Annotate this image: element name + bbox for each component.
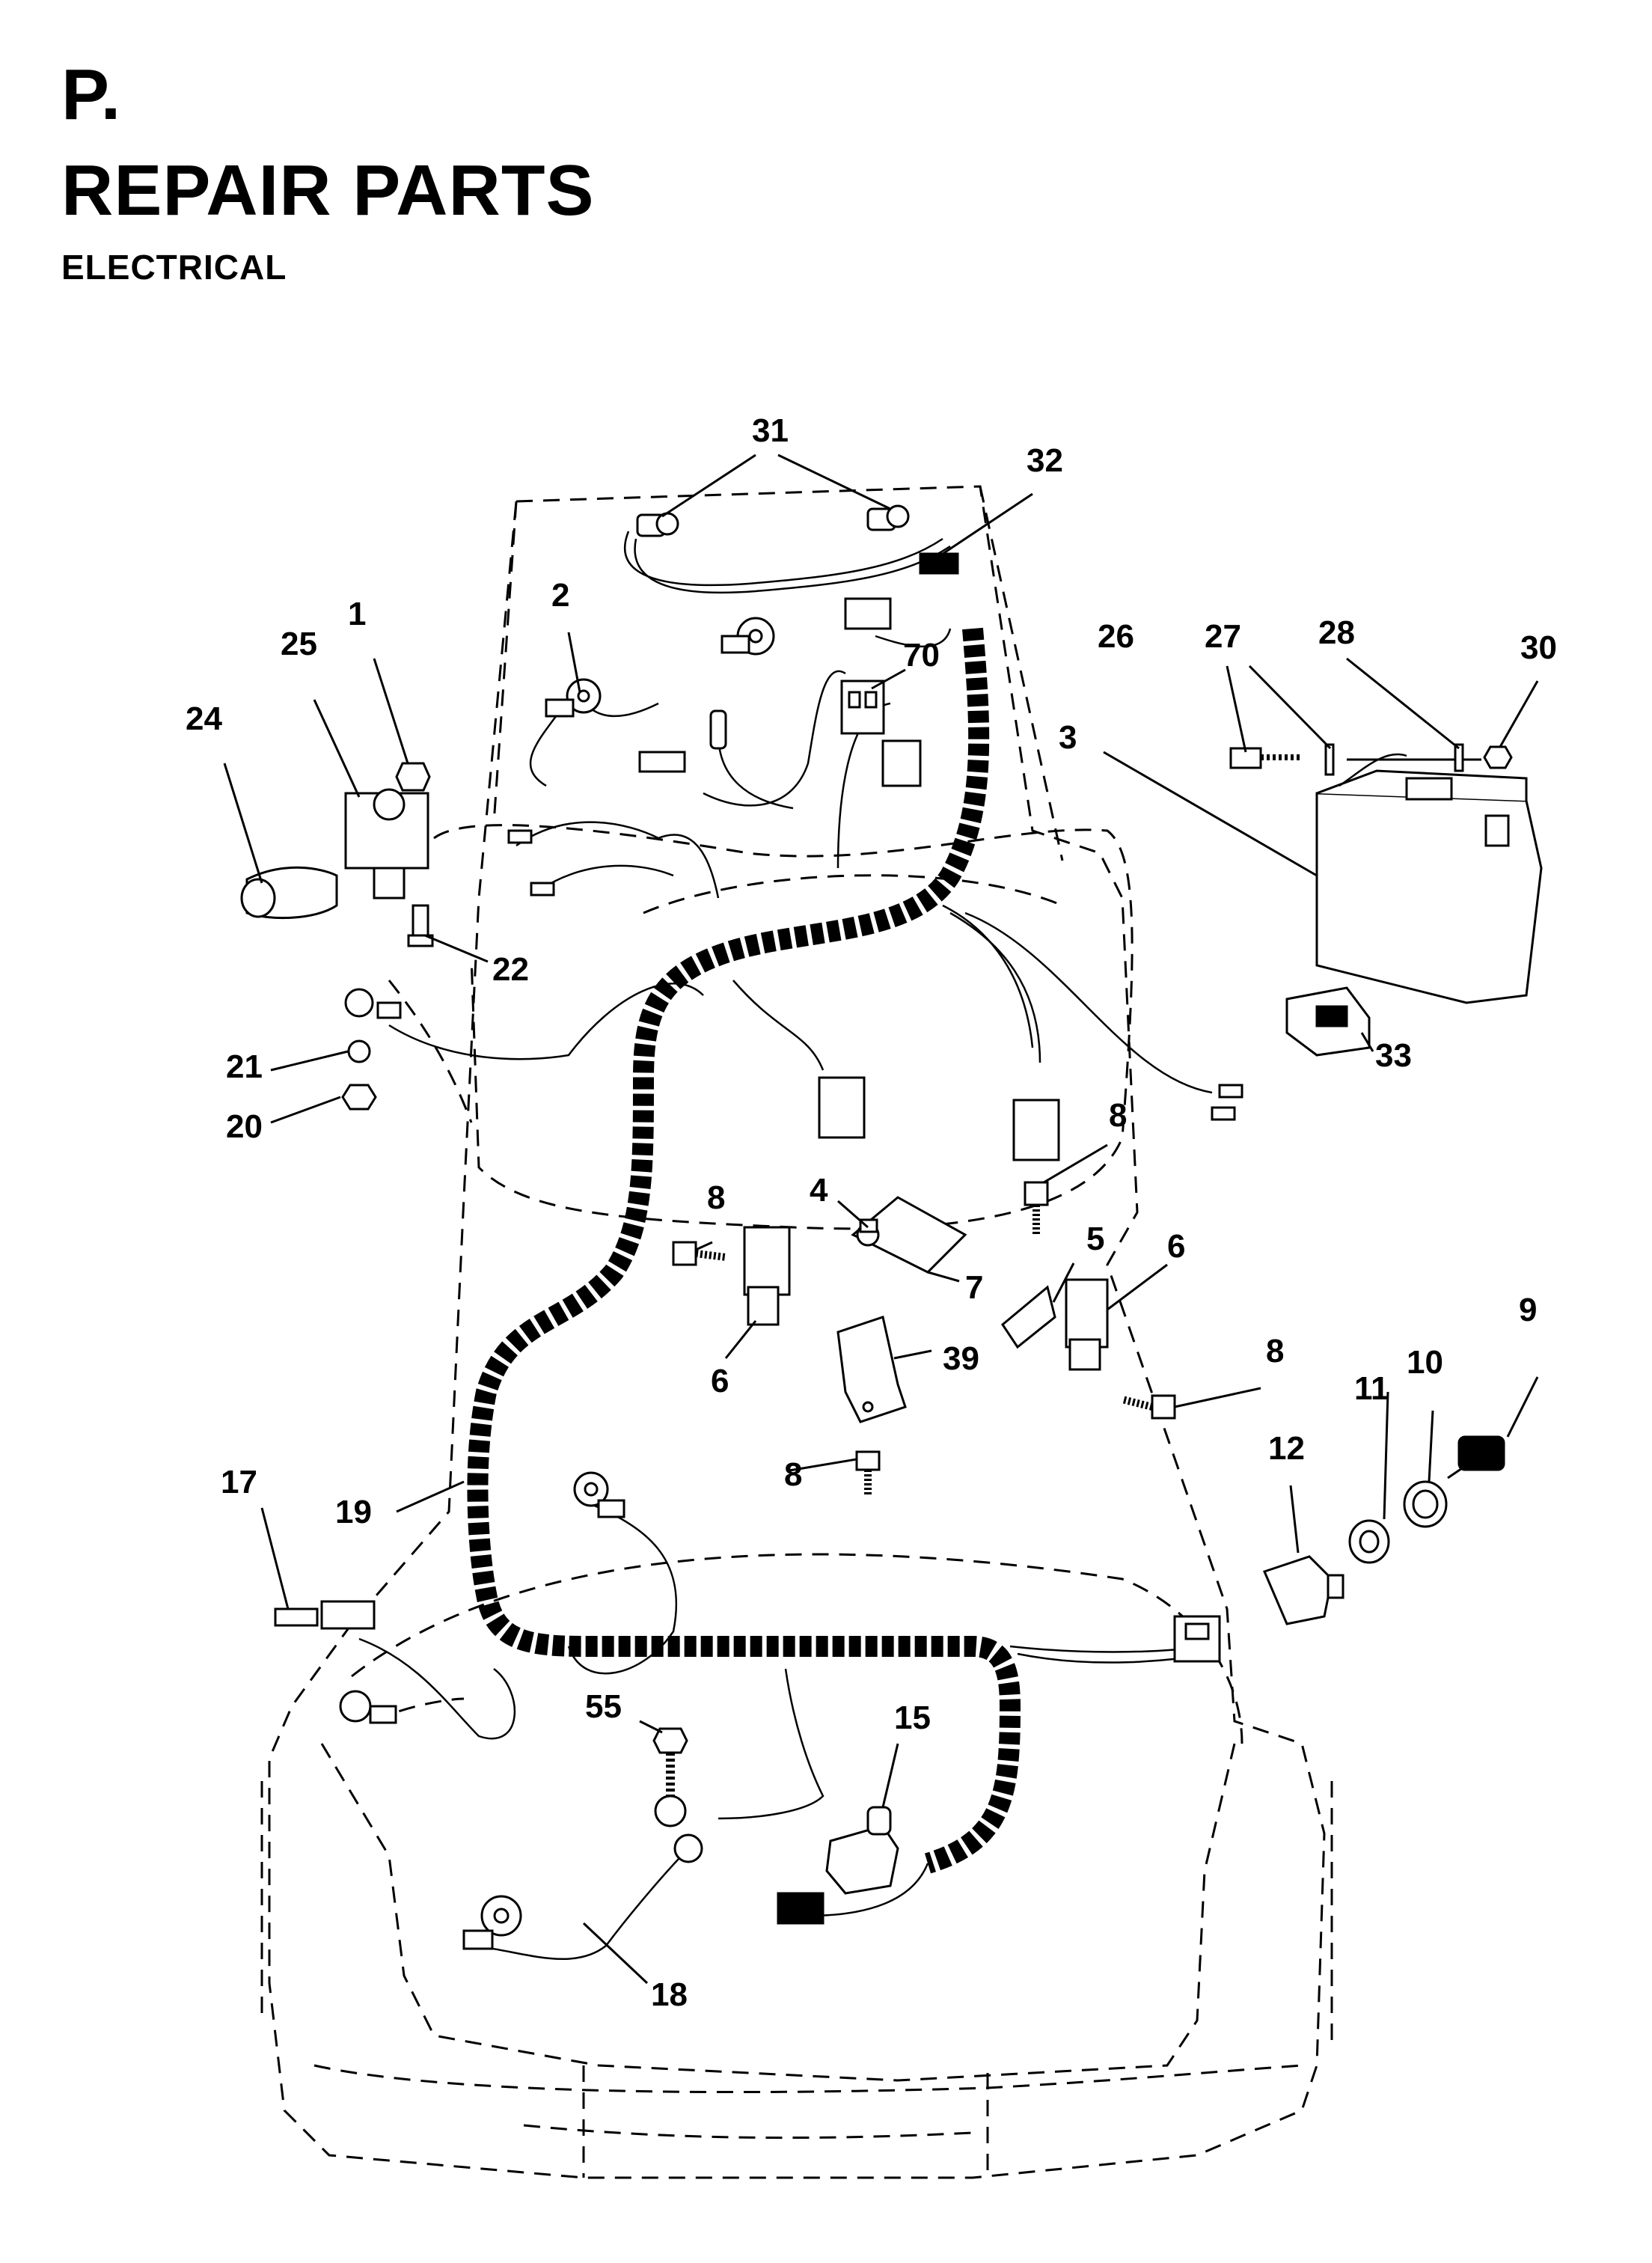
callout-1: 1 — [348, 596, 366, 632]
connector-top — [844, 597, 892, 630]
seat-switch-15 — [777, 1806, 899, 1925]
callout-8-bottom: 8 — [784, 1456, 802, 1493]
callout-8-top-right: 8 — [1109, 1097, 1127, 1134]
battery-3 — [1315, 753, 1543, 1004]
switch-33 — [1285, 986, 1371, 1057]
callout-7: 7 — [965, 1269, 983, 1306]
tractor-outline — [260, 485, 1333, 2179]
callout-8-right: 8 — [1266, 1333, 1284, 1369]
callout-20: 20 — [226, 1108, 263, 1145]
callout-70: 70 — [903, 637, 940, 674]
callout-2: 2 — [551, 577, 569, 614]
harness-plugs — [507, 829, 1243, 1161]
bracket-7 — [851, 1196, 967, 1274]
switch-6-right — [1065, 1278, 1109, 1371]
callout-18: 18 — [651, 1976, 688, 2013]
callout-6-right: 6 — [1167, 1228, 1185, 1265]
callout-6-left: 6 — [711, 1363, 729, 1399]
callout-19: 19 — [335, 1494, 372, 1530]
callout-11: 11 — [1354, 1370, 1389, 1407]
harness-plug-ignition — [1173, 1615, 1221, 1663]
callout-labels: 31 32 2 70 1 25 24 26 27 28 30 3 22 21 2… — [186, 412, 1557, 2013]
callout-9: 9 — [1519, 1292, 1537, 1328]
callout-24: 24 — [186, 700, 222, 737]
switch-6-left — [743, 1226, 791, 1326]
callout-27: 27 — [1205, 618, 1241, 655]
headlight-connector — [919, 552, 959, 575]
headlight-bulb-right — [866, 504, 910, 531]
callout-4: 4 — [810, 1172, 828, 1209]
ground-lead-18 — [462, 1895, 522, 1950]
callout-17: 17 — [221, 1464, 257, 1500]
ignition-switch-12 — [1262, 1555, 1344, 1625]
coiled-wire-harness — [467, 627, 1021, 1874]
ring-terminal-upper-left — [573, 1471, 625, 1518]
callout-21: 21 — [226, 1048, 263, 1085]
bolts-8 — [672, 1181, 1176, 1497]
callout-55: 55 — [585, 1688, 622, 1725]
ground-bolt-55 — [652, 1727, 703, 1863]
nut-11 — [1348, 1519, 1390, 1564]
callout-31: 31 — [752, 412, 789, 449]
ring-terminal-2 — [545, 617, 775, 718]
callout-10: 10 — [1407, 1344, 1443, 1381]
bracket-5 — [1001, 1285, 1056, 1349]
callout-32: 32 — [1027, 442, 1063, 479]
headlight-bulb-left — [636, 512, 679, 537]
callout-3: 3 — [1059, 719, 1077, 756]
boot-24 — [240, 866, 338, 920]
starter-solenoid-25 — [344, 788, 429, 900]
fuse-17-holder — [274, 1600, 397, 1724]
key-9 — [1447, 1435, 1505, 1479]
callout-39: 39 — [943, 1340, 979, 1377]
callout-8-left: 8 — [707, 1179, 725, 1216]
callout-25: 25 — [281, 626, 317, 662]
connector-70 — [638, 679, 922, 787]
section-letter: P. — [61, 55, 122, 135]
bracket-39 — [836, 1316, 907, 1423]
page-subtitle: ELECTRICAL — [61, 248, 287, 287]
callout-15: 15 — [894, 1699, 931, 1736]
callout-30: 30 — [1520, 629, 1557, 666]
callout-33: 33 — [1375, 1037, 1412, 1074]
battery-hardware-26-30 — [1229, 743, 1513, 776]
callout-22: 22 — [492, 951, 529, 988]
nut-1 — [395, 762, 431, 792]
callout-5: 5 — [1086, 1221, 1104, 1257]
ring-terminal-21-20 — [341, 988, 402, 1111]
callout-12: 12 — [1268, 1430, 1305, 1467]
bolt-22 — [407, 904, 434, 947]
bezel-10 — [1403, 1480, 1448, 1528]
leader-lines — [223, 453, 1539, 1985]
page-title: REPAIR PARTS — [61, 150, 595, 230]
callout-26: 26 — [1098, 618, 1134, 655]
callout-28: 28 — [1318, 614, 1355, 651]
